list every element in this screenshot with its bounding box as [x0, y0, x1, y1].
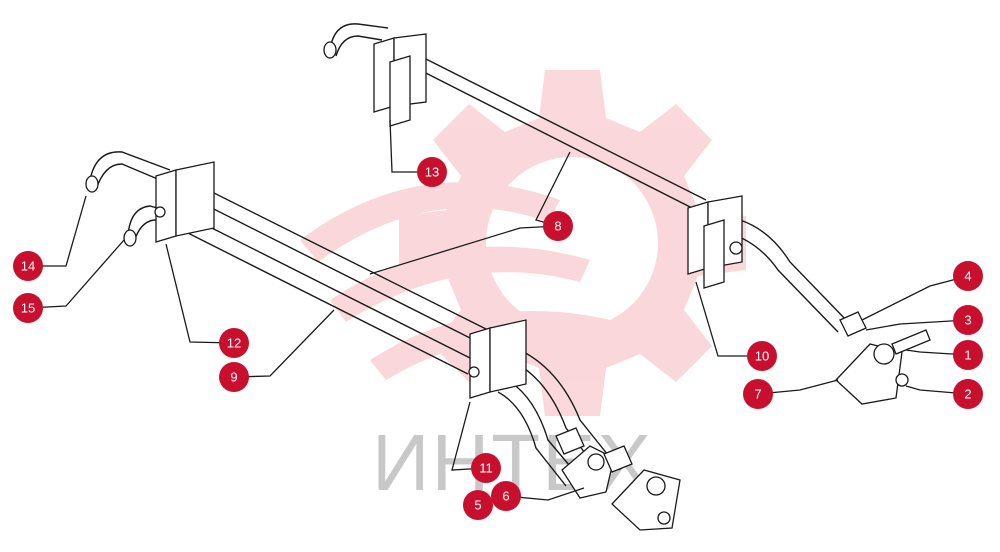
svg-text:12: 12	[227, 336, 241, 351]
watermark-swoosh	[300, 182, 560, 262]
callout-15: 15	[13, 293, 43, 323]
callout-2: 2	[953, 379, 983, 409]
svg-text:13: 13	[425, 165, 439, 180]
svg-text:9: 9	[230, 370, 237, 385]
leader-3	[865, 319, 969, 331]
leader-15	[27, 239, 125, 309]
callout-11: 11	[471, 453, 501, 483]
callout-5: 5	[463, 490, 493, 520]
svg-text:5: 5	[474, 498, 481, 513]
watermark-swoosh	[330, 246, 590, 322]
callout-13: 13	[417, 157, 447, 187]
svg-text:8: 8	[554, 219, 561, 234]
callout-7: 7	[743, 379, 773, 409]
svg-text:6: 6	[502, 489, 509, 504]
svg-text:10: 10	[755, 349, 769, 364]
leader-12	[165, 243, 235, 344]
leader-4	[861, 275, 969, 321]
callout-group: 1 2 3 4 5 6 7 8 9 10 11 12 13 14 15	[13, 157, 983, 520]
svg-text:14: 14	[21, 259, 35, 274]
leader-1	[905, 349, 969, 356]
svg-text:15: 15	[21, 301, 35, 316]
callout-6: 6	[491, 481, 521, 511]
callout-14: 14	[13, 251, 43, 281]
leader-2	[905, 385, 969, 395]
back-pipe	[323, 23, 931, 405]
svg-text:11: 11	[479, 461, 493, 476]
watermark-gear-hole	[486, 157, 658, 329]
callout-4: 4	[953, 261, 983, 291]
front-pipes	[85, 151, 681, 531]
callout-8: 8	[543, 211, 573, 241]
svg-text:4: 4	[964, 269, 971, 284]
callout-12: 12	[219, 328, 249, 358]
svg-text:3: 3	[964, 313, 971, 328]
leader-9	[233, 309, 335, 378]
svg-text:1: 1	[964, 348, 971, 363]
callout-9: 9	[219, 362, 249, 392]
callout-10: 10	[747, 341, 777, 371]
callout-3: 3	[953, 305, 983, 335]
svg-text:7: 7	[754, 387, 761, 402]
svg-text:2: 2	[964, 387, 971, 402]
watermark-swoosh	[370, 311, 610, 380]
callout-1: 1	[953, 340, 983, 370]
